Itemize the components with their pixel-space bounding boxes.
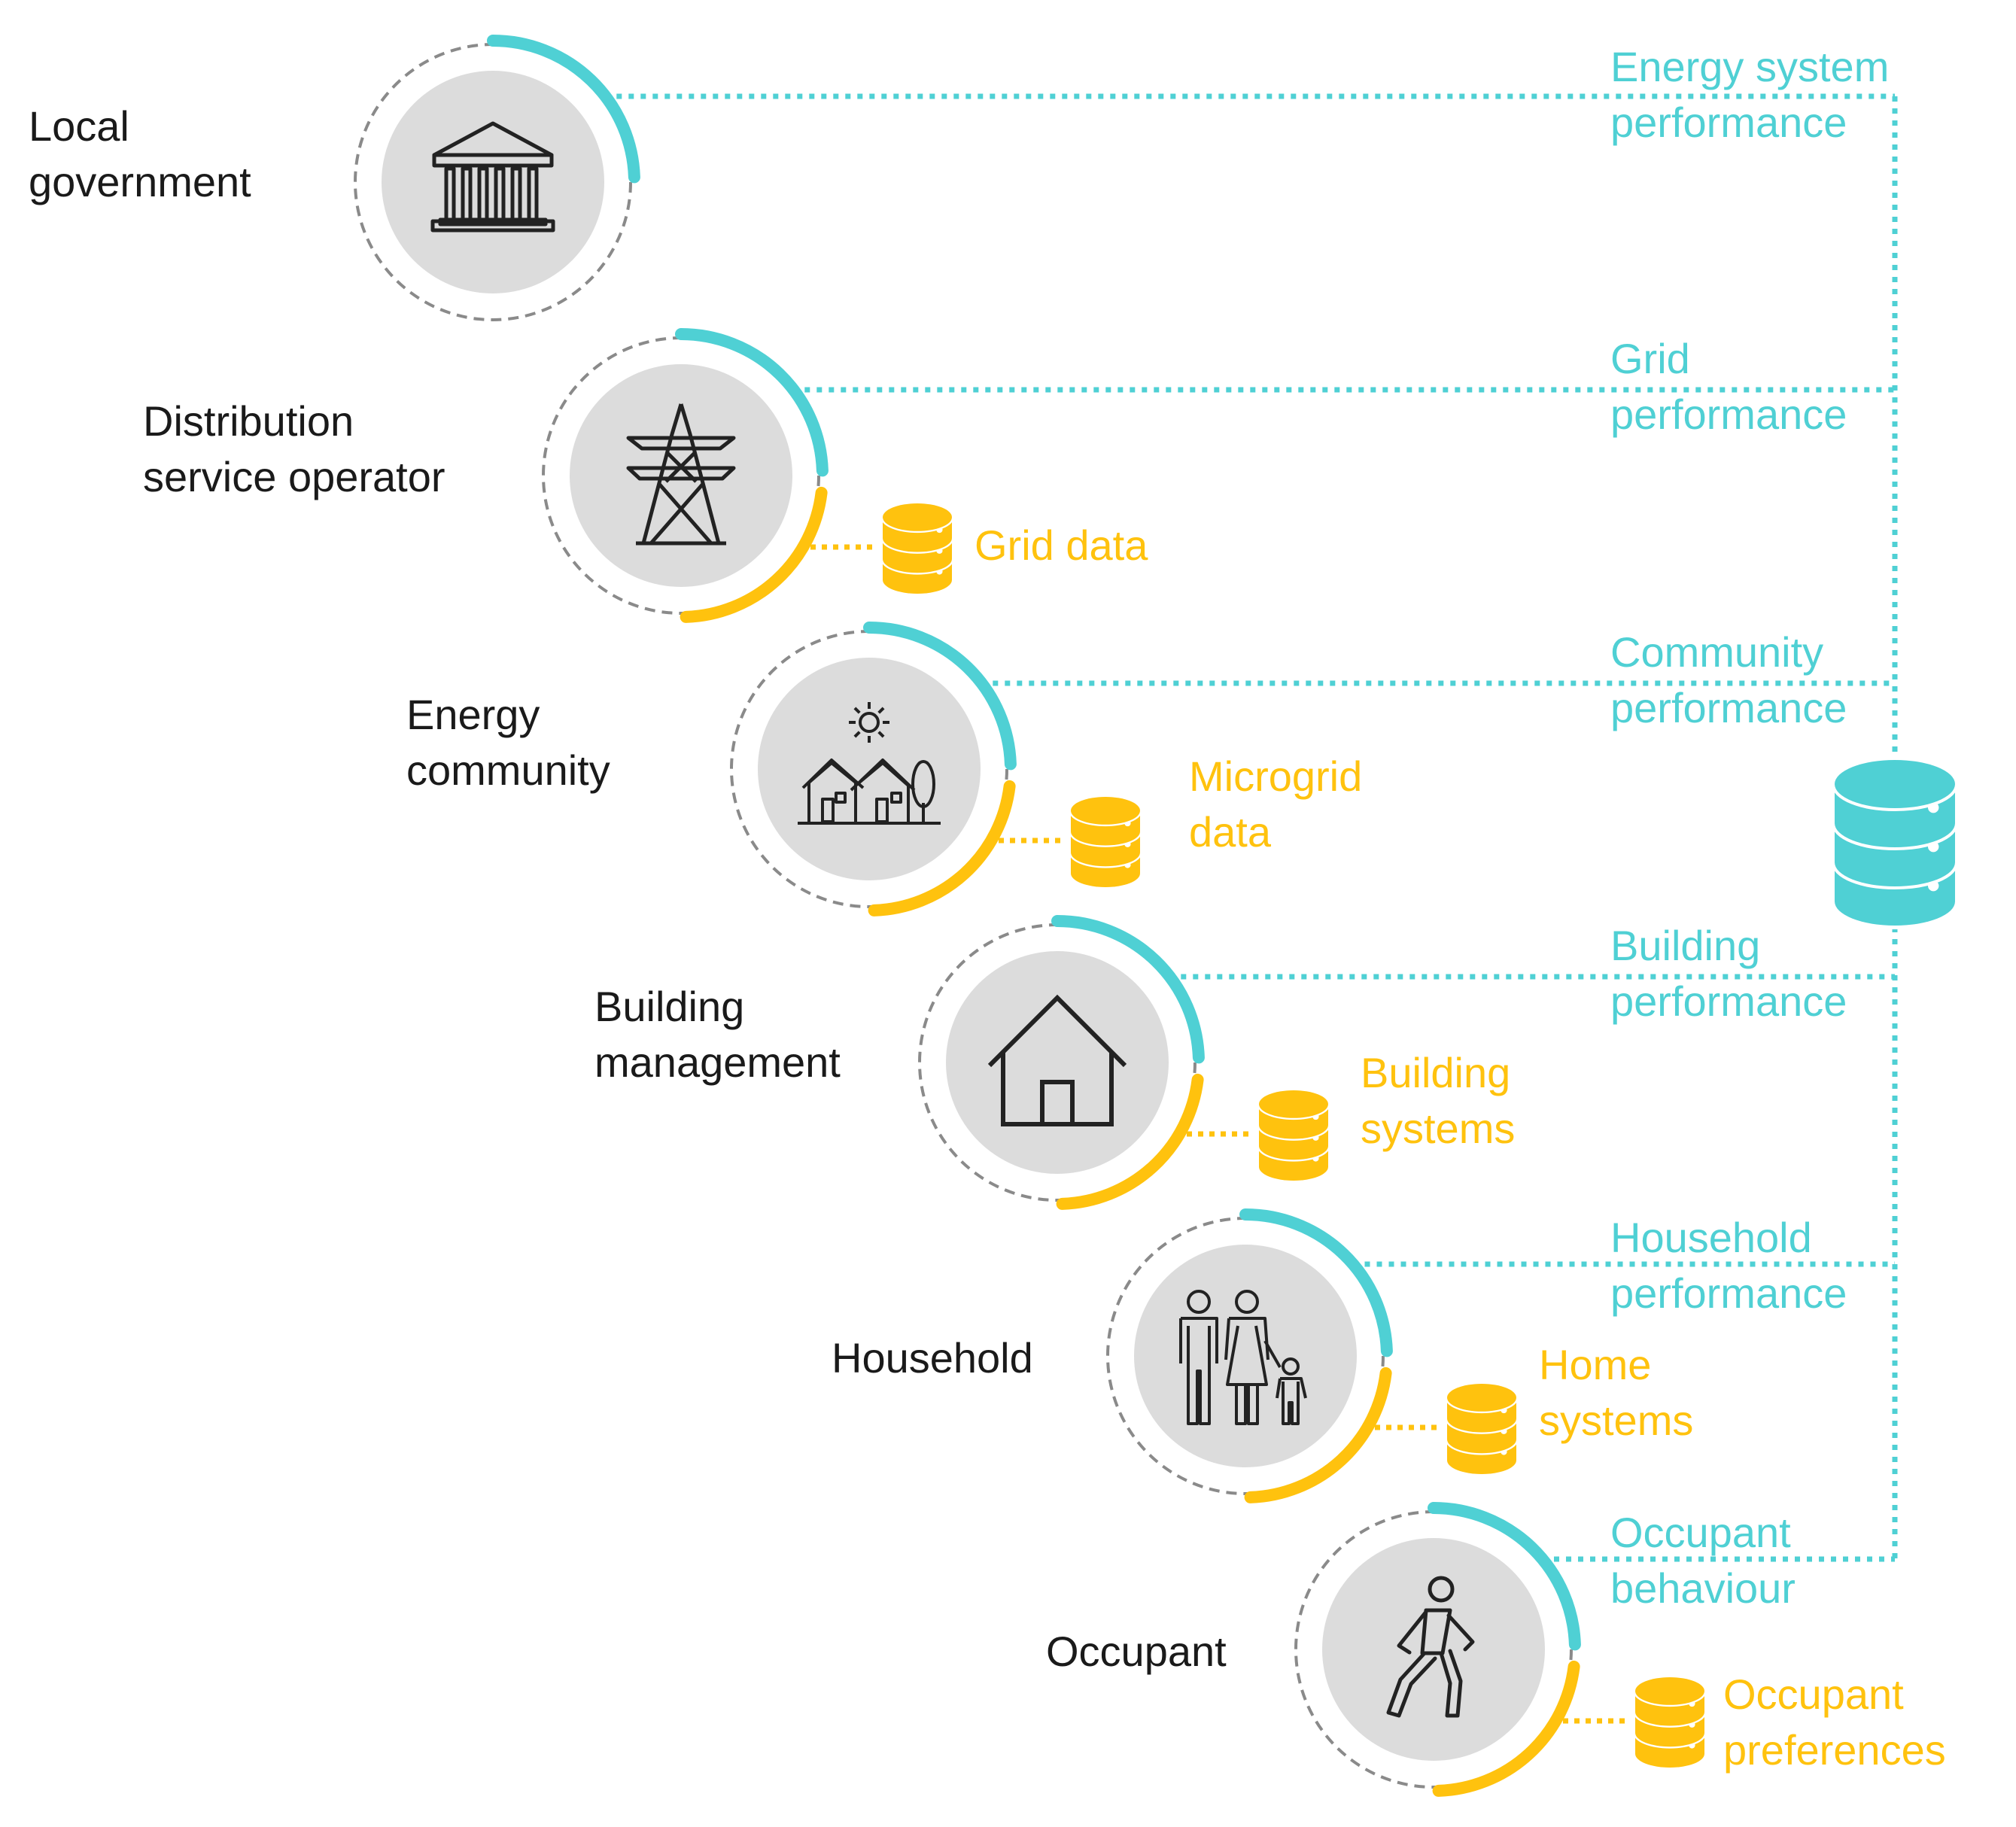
actor-name-label-line: government [29, 158, 251, 205]
performance-label-line: behaviour [1610, 1564, 1796, 1612]
performance-label-line: performance [1610, 977, 1847, 1025]
yellow-arc [1244, 1366, 1392, 1503]
actor-name-label-line: Building [594, 983, 745, 1030]
teal-arc [1428, 1502, 1581, 1651]
yellow-arc [1056, 1073, 1204, 1210]
performance-label-line: performance [1610, 391, 1847, 438]
performance-label: Community performance [1610, 625, 1847, 736]
actor-circles [354, 35, 1707, 1797]
performance-label-line: Grid [1610, 335, 1690, 382]
performance-label: Building performance [1610, 918, 1847, 1029]
actor-name-label: Building management [594, 979, 841, 1090]
actor-name-label-line: Energy [406, 691, 540, 738]
data-label: Occupant preferences [1723, 1667, 1946, 1778]
actor-node [354, 35, 640, 321]
icon-disc [946, 951, 1169, 1174]
data-label: Microgrid data [1189, 749, 1362, 860]
actor-name-label-line: community [406, 746, 610, 794]
actor-name-label: Local government [29, 99, 251, 210]
teal-arc [1239, 1208, 1393, 1357]
teal-arc [675, 328, 829, 477]
icon-disc [1322, 1538, 1545, 1761]
performance-label-line: performance [1610, 99, 1847, 146]
actor-name-label-line: Distribution [143, 397, 354, 445]
actor-node [730, 622, 1142, 917]
performance-label-line: Household [1610, 1214, 1812, 1261]
power-pylon-icon [626, 403, 736, 546]
icon-disc [758, 658, 981, 880]
icon-disc [382, 71, 604, 293]
performance-label-line: Energy system [1610, 43, 1890, 90]
houses-with-sun-icon [798, 702, 941, 825]
central-database [1827, 756, 1963, 929]
actor-node [1106, 1208, 1519, 1503]
data-label-line: Microgrid [1189, 752, 1363, 800]
actor-name-label-line: service operator [143, 453, 445, 500]
yellow-arc [1432, 1660, 1580, 1797]
yellow-arc [868, 780, 1016, 917]
actor-name-label-line: Occupant [1046, 1628, 1227, 1675]
performance-label: Energy system performance [1610, 39, 1889, 150]
performance-label-line: performance [1610, 684, 1847, 731]
data-label-line: preferences [1723, 1726, 1946, 1774]
actor-name-label: Occupant [1046, 1624, 1227, 1680]
icon-disc [570, 364, 792, 587]
database-icon [1445, 1382, 1519, 1474]
data-label-line: systems [1361, 1105, 1516, 1152]
performance-label-line: Occupant [1610, 1509, 1791, 1556]
data-label-line: Grid data [975, 521, 1148, 569]
data-label-line: Home [1539, 1341, 1652, 1388]
teal-arc [487, 35, 640, 184]
actor-node [542, 328, 954, 623]
government-building-icon [430, 121, 555, 233]
database-icon [1633, 1675, 1707, 1768]
family-icon [1179, 1290, 1307, 1425]
house-icon [987, 994, 1127, 1126]
connector-lines [616, 93, 1898, 1562]
teal-arc [1051, 915, 1205, 1064]
performance-label-line: performance [1610, 1269, 1847, 1317]
actor-node [918, 915, 1330, 1210]
database-icon [1257, 1088, 1330, 1181]
data-label-line: data [1189, 808, 1271, 856]
performance-label: Grid performance [1610, 331, 1847, 442]
performance-label: Occupant behaviour [1610, 1505, 1796, 1616]
data-label-line: Building [1361, 1049, 1511, 1096]
database-icon [1069, 795, 1142, 887]
database-icon [880, 501, 954, 594]
data-label-line: systems [1539, 1397, 1694, 1444]
data-label: Building systems [1361, 1045, 1515, 1157]
actor-name-label: Distribution service operator [143, 394, 445, 505]
performance-label-line: Community [1610, 628, 1824, 676]
data-label: Grid data [975, 518, 1148, 573]
actor-name-label: Energy community [406, 687, 610, 798]
actor-name-label-line: Household [832, 1334, 1033, 1382]
actor-node [1294, 1502, 1707, 1797]
data-label: Home systems [1539, 1337, 1693, 1449]
yellow-arc [680, 486, 828, 623]
performance-label: Household performance [1610, 1210, 1847, 1321]
actor-name-label-line: management [594, 1038, 841, 1086]
data-label-line: Occupant [1723, 1670, 1904, 1718]
performance-label-line: Building [1610, 922, 1761, 969]
icon-disc [1134, 1245, 1357, 1467]
actor-name-label: Household [832, 1330, 1033, 1386]
database-icon [1832, 757, 1958, 926]
actor-name-label-line: Local [29, 102, 129, 150]
teal-arc [863, 622, 1017, 771]
walking-person-icon [1386, 1576, 1475, 1718]
